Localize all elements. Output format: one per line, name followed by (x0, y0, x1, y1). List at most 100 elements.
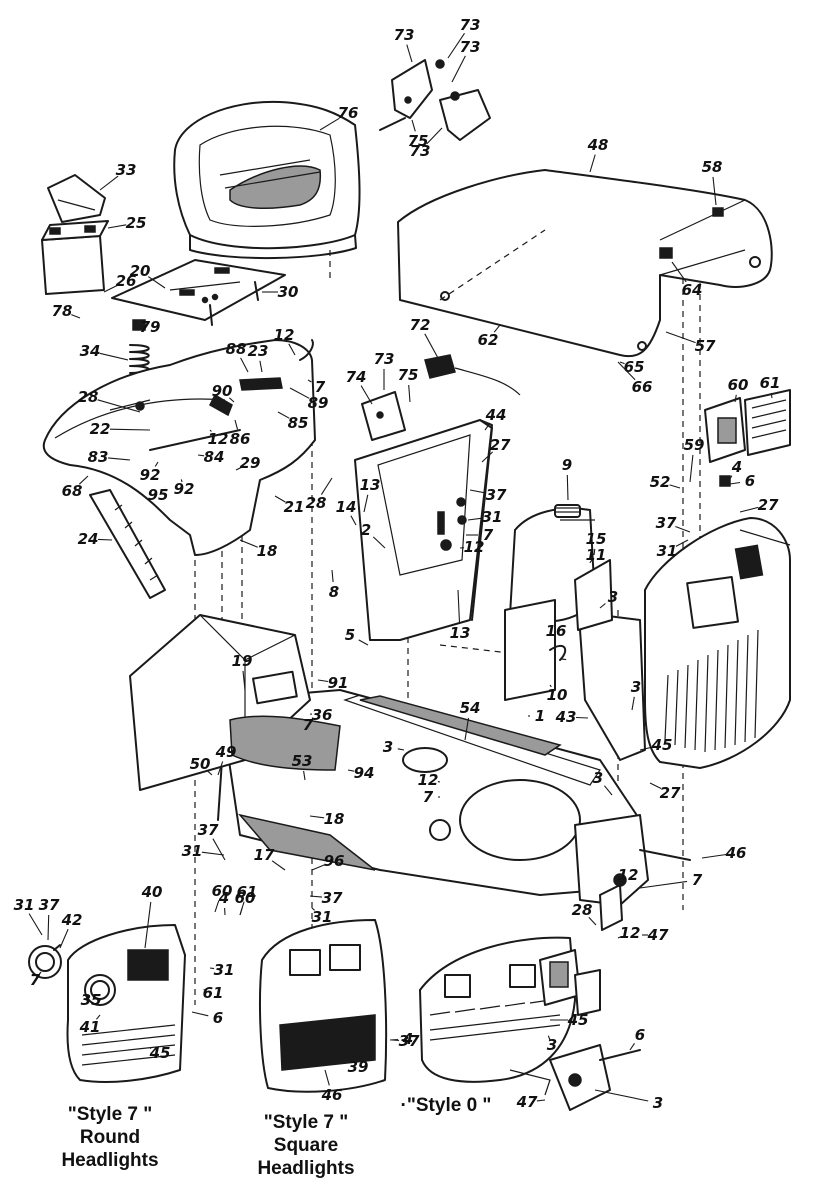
callout-83: 83 (88, 448, 131, 466)
callout-leader (727, 475, 733, 483)
callout-36: 36 (309, 706, 332, 724)
callout-label: 64 (682, 281, 703, 299)
callout-25: 25 (107, 214, 146, 232)
callout-label: 4 (402, 1030, 413, 1048)
callout-label: 52 (650, 473, 671, 491)
callout-89: 89 (289, 387, 328, 412)
callout-21: 21 (274, 495, 304, 516)
callout-leader (536, 1099, 546, 1102)
callout-leader (207, 770, 213, 776)
callout-leader (309, 815, 325, 819)
callout-leader (566, 474, 569, 501)
callout-label: 76 (338, 104, 359, 122)
callout-50: 50 (190, 755, 213, 776)
callout-leader (363, 494, 369, 513)
callout-label: 42 (61, 911, 83, 929)
callout-label: 62 (478, 331, 499, 349)
callout-leader (739, 506, 759, 513)
style7-square-caption-line3: Headlights (257, 1158, 354, 1179)
callout-46: 46 (321, 1069, 342, 1104)
callout-leader (549, 684, 552, 688)
callout-leader (426, 127, 443, 145)
callout-24: 24 (78, 530, 113, 548)
callout-leader (259, 360, 263, 373)
callout-label: 3 (383, 738, 393, 756)
style0-slats (429, 999, 561, 1041)
callout-label: 86 (230, 430, 251, 448)
callout-4: 4 (727, 458, 742, 483)
callout-leader (603, 785, 613, 796)
callout-44: 44 (484, 406, 506, 431)
callout-label: 12 (618, 866, 639, 884)
callout-leader (154, 461, 159, 467)
callout-leader (229, 397, 235, 403)
callout-label: 35 (81, 991, 102, 1009)
callout-label: 11 (586, 546, 607, 564)
callout-label: 65 (624, 358, 645, 376)
rear-frame (129, 614, 341, 791)
callout-7: 7 (639, 871, 703, 889)
callout-61: 61 (203, 984, 224, 1002)
callout-label: 40 (141, 883, 163, 901)
callout-label: 13 (450, 624, 471, 642)
callout-6: 6 (191, 1009, 223, 1027)
callout-label: 12 (274, 326, 295, 344)
callout-62: 62 (478, 324, 501, 349)
callout-leader (344, 1054, 352, 1061)
callout-leader (639, 880, 688, 889)
callout-leader (180, 479, 183, 483)
callout-leader (547, 1035, 551, 1041)
callout-label: 37 (486, 486, 507, 504)
callout-label: 39 (348, 1058, 369, 1076)
callout-label: 61 (237, 883, 258, 901)
callout-label: 60 (235, 889, 256, 907)
style7-round-slats (81, 1024, 176, 1066)
callout-leader (770, 392, 773, 399)
callout-label: 31 (14, 896, 35, 914)
callout-leader (593, 548, 596, 556)
callout-60: 60 (728, 376, 748, 403)
callout-label: 16 (546, 622, 567, 640)
callout-label: 88 (226, 340, 247, 358)
callout-86: 86 (230, 419, 251, 448)
callout-leader (239, 907, 243, 916)
style0-assembly (419, 936, 641, 1111)
callout-4: 4 (218, 889, 229, 916)
headlight-assembly (704, 389, 791, 487)
callout-6: 6 (629, 1026, 645, 1051)
callout-37: 37 (309, 889, 343, 907)
callout-18: 18 (239, 539, 277, 560)
callout-31: 31 (312, 907, 332, 926)
callout-leader (588, 916, 597, 926)
callout-label: 91 (328, 674, 349, 692)
callout-leader (350, 515, 357, 526)
callout-65: 65 (619, 358, 645, 376)
callout-12: 12 (459, 538, 484, 556)
callout-92: 92 (140, 461, 160, 484)
callout-label: 31 (182, 842, 203, 860)
grille-slats (664, 629, 759, 753)
callout-37: 37 (198, 821, 226, 861)
callout-label: 31 (482, 508, 503, 526)
callout-95: 95 (148, 486, 169, 504)
seat-plate (111, 259, 286, 326)
callout-label: 73 (460, 16, 481, 34)
callout-66: 66 (617, 361, 652, 396)
callout-leader (617, 936, 622, 939)
callout-label: 75 (398, 366, 419, 384)
callout-leader (288, 343, 296, 356)
callout-label: 45 (651, 736, 673, 754)
callout-59: 59 (684, 436, 704, 483)
callout-7: 7 (423, 788, 440, 806)
callout-47: 47 (516, 1093, 546, 1111)
callout-leader (617, 361, 636, 381)
callout-label: 34 (80, 342, 101, 360)
callout-45: 45 (639, 736, 673, 754)
callout-1: 1 (528, 707, 545, 725)
callout-43: 43 (555, 708, 589, 726)
callout-leader (493, 324, 501, 333)
callout-label: 74 (346, 368, 367, 386)
side-panel (574, 559, 646, 761)
style7-square-caption-line1: "Style 7 " (264, 1112, 349, 1133)
callout-68: 68 (62, 475, 89, 500)
